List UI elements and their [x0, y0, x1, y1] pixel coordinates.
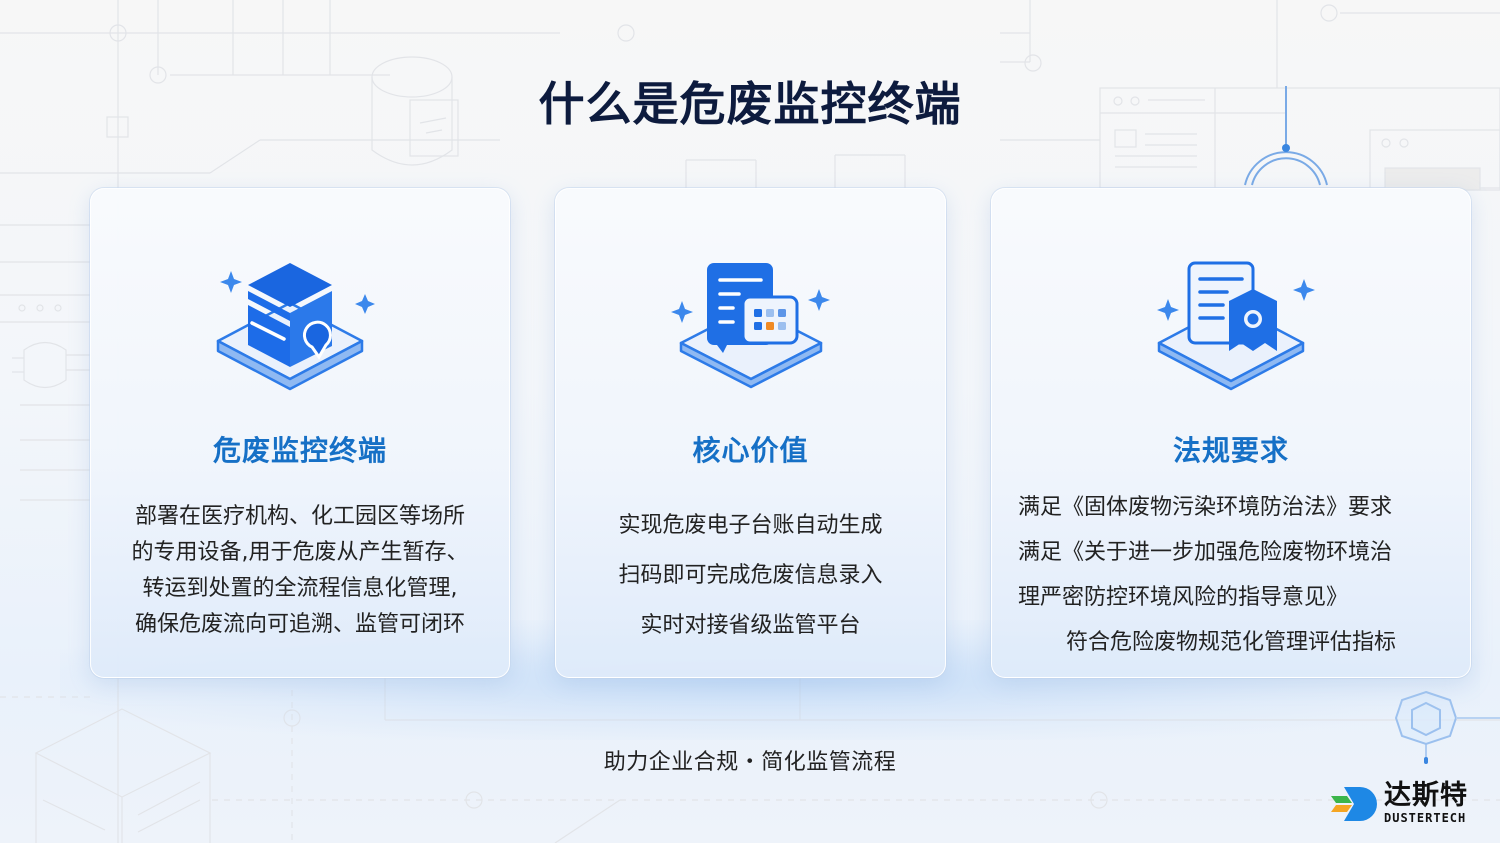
brand-name-en: DUSTERTECH — [1384, 811, 1467, 825]
card-core-value: 核心价值 实现危废电子台账自动生成 扫码即可完成危废信息录入 实时对接省级监管平… — [555, 188, 946, 678]
description-line: 部署在医疗机构、化工园区等场所 — [134, 504, 465, 529]
card-title: 法规要求 — [1172, 434, 1289, 467]
document-certificate-icon — [1157, 261, 1315, 391]
card-description: 部署在医疗机构、化工园区等场所 的专用设备,用于危废从产生暂存、 转运到处置的全… — [91, 499, 509, 643]
document-ledger-grid-icon — [670, 263, 830, 389]
card-regulations: 法规要求 满足《固体废物污染环境防治法》要求 满足《关于进一步加强危险废物环境治… — [991, 188, 1471, 678]
description-line: 扫码即可完成危废信息录入 — [618, 563, 883, 588]
description-line: 满足《关于进一步加强危险废物环境治 — [1018, 540, 1393, 565]
description-line: 符合危险废物规范化管理评估指标 — [1065, 630, 1396, 655]
card-terminal: 危废监控终端 部署在医疗机构、化工园区等场所 的专用设备,用于危废从产生暂存、 … — [90, 188, 510, 678]
card-description: 满足《固体废物污染环境防治法》要求 满足《关于进一步加强危险废物环境治 理严密防… — [992, 485, 1470, 665]
brand-name-cn: 达斯特 — [1384, 780, 1468, 811]
description-line: 转运到处置的全流程信息化管理, — [142, 576, 458, 601]
description-line: 实现危废电子台账自动生成 — [618, 513, 883, 538]
tagline: 助力企业合规・简化监管流程 — [603, 750, 897, 775]
brand-logo: 达斯特 DUSTERTECH — [1330, 780, 1490, 828]
storage-box-location-icon — [216, 263, 375, 391]
page-title: 什么是危废监控终端 — [538, 77, 962, 131]
description-line: 满足《固体废物污染环境防治法》要求 — [1018, 495, 1393, 520]
dustertech-logo-icon — [1331, 787, 1377, 821]
description-line: 的专用设备,用于危废从产生暂存、 — [131, 540, 469, 565]
description-line: 实时对接省级监管平台 — [640, 613, 861, 638]
card-title: 核心价值 — [692, 434, 809, 467]
description-line: 确保危废流向可追溯、监管可闭环 — [134, 612, 465, 637]
card-title: 危废监控终端 — [212, 434, 387, 467]
card-description: 实现危废电子台账自动生成 扫码即可完成危废信息录入 实时对接省级监管平台 — [556, 501, 945, 651]
description-line: 理严密防控环境风险的指导意见》 — [1018, 585, 1349, 610]
